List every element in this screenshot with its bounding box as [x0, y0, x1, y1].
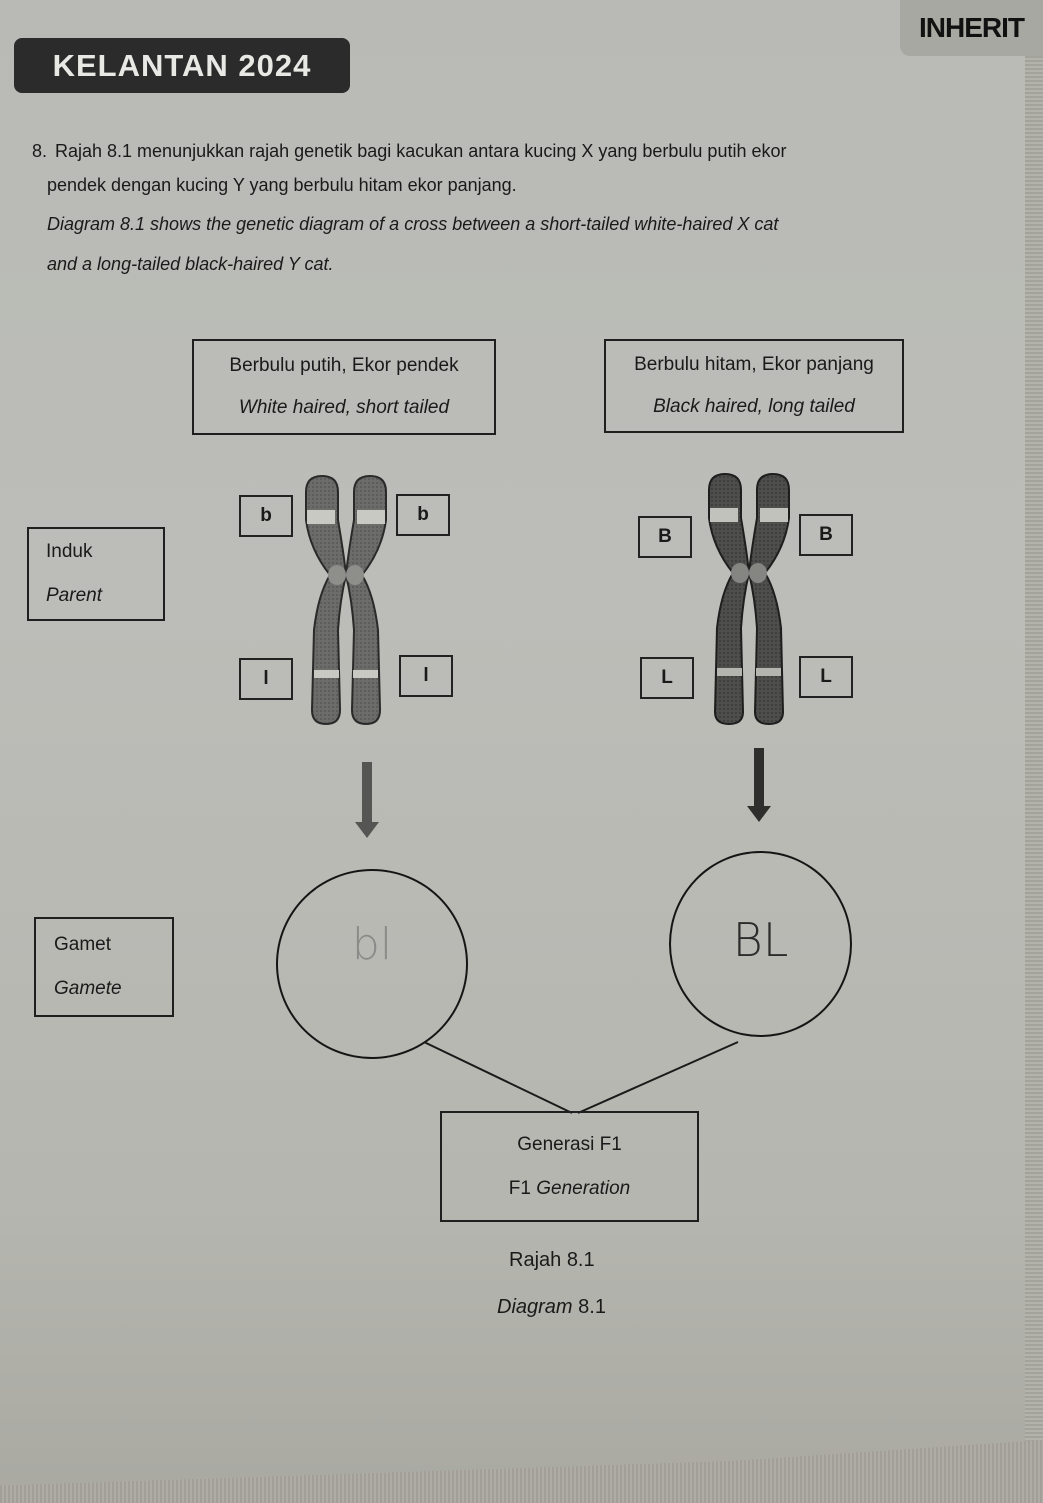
gamete-y-answer: BL [732, 913, 789, 967]
parent-label-malay: Induk [46, 541, 93, 562]
phenotype-y-english: Black haired, long tailed [653, 396, 855, 417]
f1-label-prefix: F1 [508, 1177, 531, 1199]
allele-y-bottom-right: L [799, 656, 853, 698]
chromosome-y-icon [708, 472, 790, 726]
diagram-caption-malay: Rajah 8.1 [509, 1249, 595, 1271]
parent-label-box: Induk Parent [27, 527, 165, 621]
f1-label-malay: Generasi F1 [517, 1133, 622, 1155]
topic-label: INHERIT [919, 12, 1025, 43]
arrow-down-icon [747, 748, 771, 822]
diagram-caption-number: 8.1 [578, 1296, 606, 1318]
gamete-y-circle[interactable]: BL [669, 851, 852, 1037]
f1-label-english: Generation [536, 1177, 631, 1199]
allele-x-bottom-right: l [399, 655, 453, 697]
allele-x-bottom-left: l [239, 658, 293, 700]
allele-x-top-left: b [239, 495, 293, 537]
question-malay-line-2: pendek dengan kucing Y yang berbulu hita… [47, 175, 517, 195]
phenotype-x-malay: Berbulu putih, Ekor pendek [229, 355, 459, 376]
diagram-caption-english: Diagram [497, 1296, 573, 1318]
gamete-x-answer: bl [351, 919, 393, 970]
gamete-label-malay: Gamet [54, 934, 112, 955]
arrow-down-icon [355, 762, 379, 838]
topic-tag: INHERIT [900, 0, 1043, 56]
chromosome-x-icon [305, 474, 387, 726]
question-english-line-2: and a long-tailed black-haired Y cat. [47, 254, 334, 274]
f1-generation-box: Generasi F1 F1 Generation [440, 1111, 699, 1222]
allele-y-top-left: B [638, 516, 692, 558]
question-number: 8. [32, 141, 48, 161]
allele-y-top-right: B [799, 514, 853, 556]
exam-source-tag: KELANTAN 2024 [14, 38, 350, 93]
exam-source-label: KELANTAN 2024 [52, 47, 312, 83]
allele-y-bottom-left: L [640, 657, 694, 699]
question-english-line-1: Diagram 8.1 shows the genetic diagram of… [47, 214, 779, 234]
parent-label-english: Parent [46, 585, 102, 606]
allele-x-top-right: b [396, 494, 450, 536]
phenotype-x-english: White haired, short tailed [238, 397, 450, 418]
question-malay-line-1: Rajah 8.1 menunjukkan rajah genetik bagi… [55, 141, 787, 161]
gamete-label-box: Gamet Gamete [34, 917, 174, 1017]
phenotype-y-malay: Berbulu hitam, Ekor panjang [634, 354, 874, 375]
gamete-label-english: Gamete [54, 978, 122, 999]
phenotype-box-y: Berbulu hitam, Ekor panjang Black haired… [604, 339, 904, 433]
phenotype-box-x: Berbulu putih, Ekor pendek White haired,… [192, 339, 496, 435]
page-edge-shadow [1025, 50, 1043, 1450]
gamete-x-circle[interactable]: bl [276, 869, 468, 1059]
